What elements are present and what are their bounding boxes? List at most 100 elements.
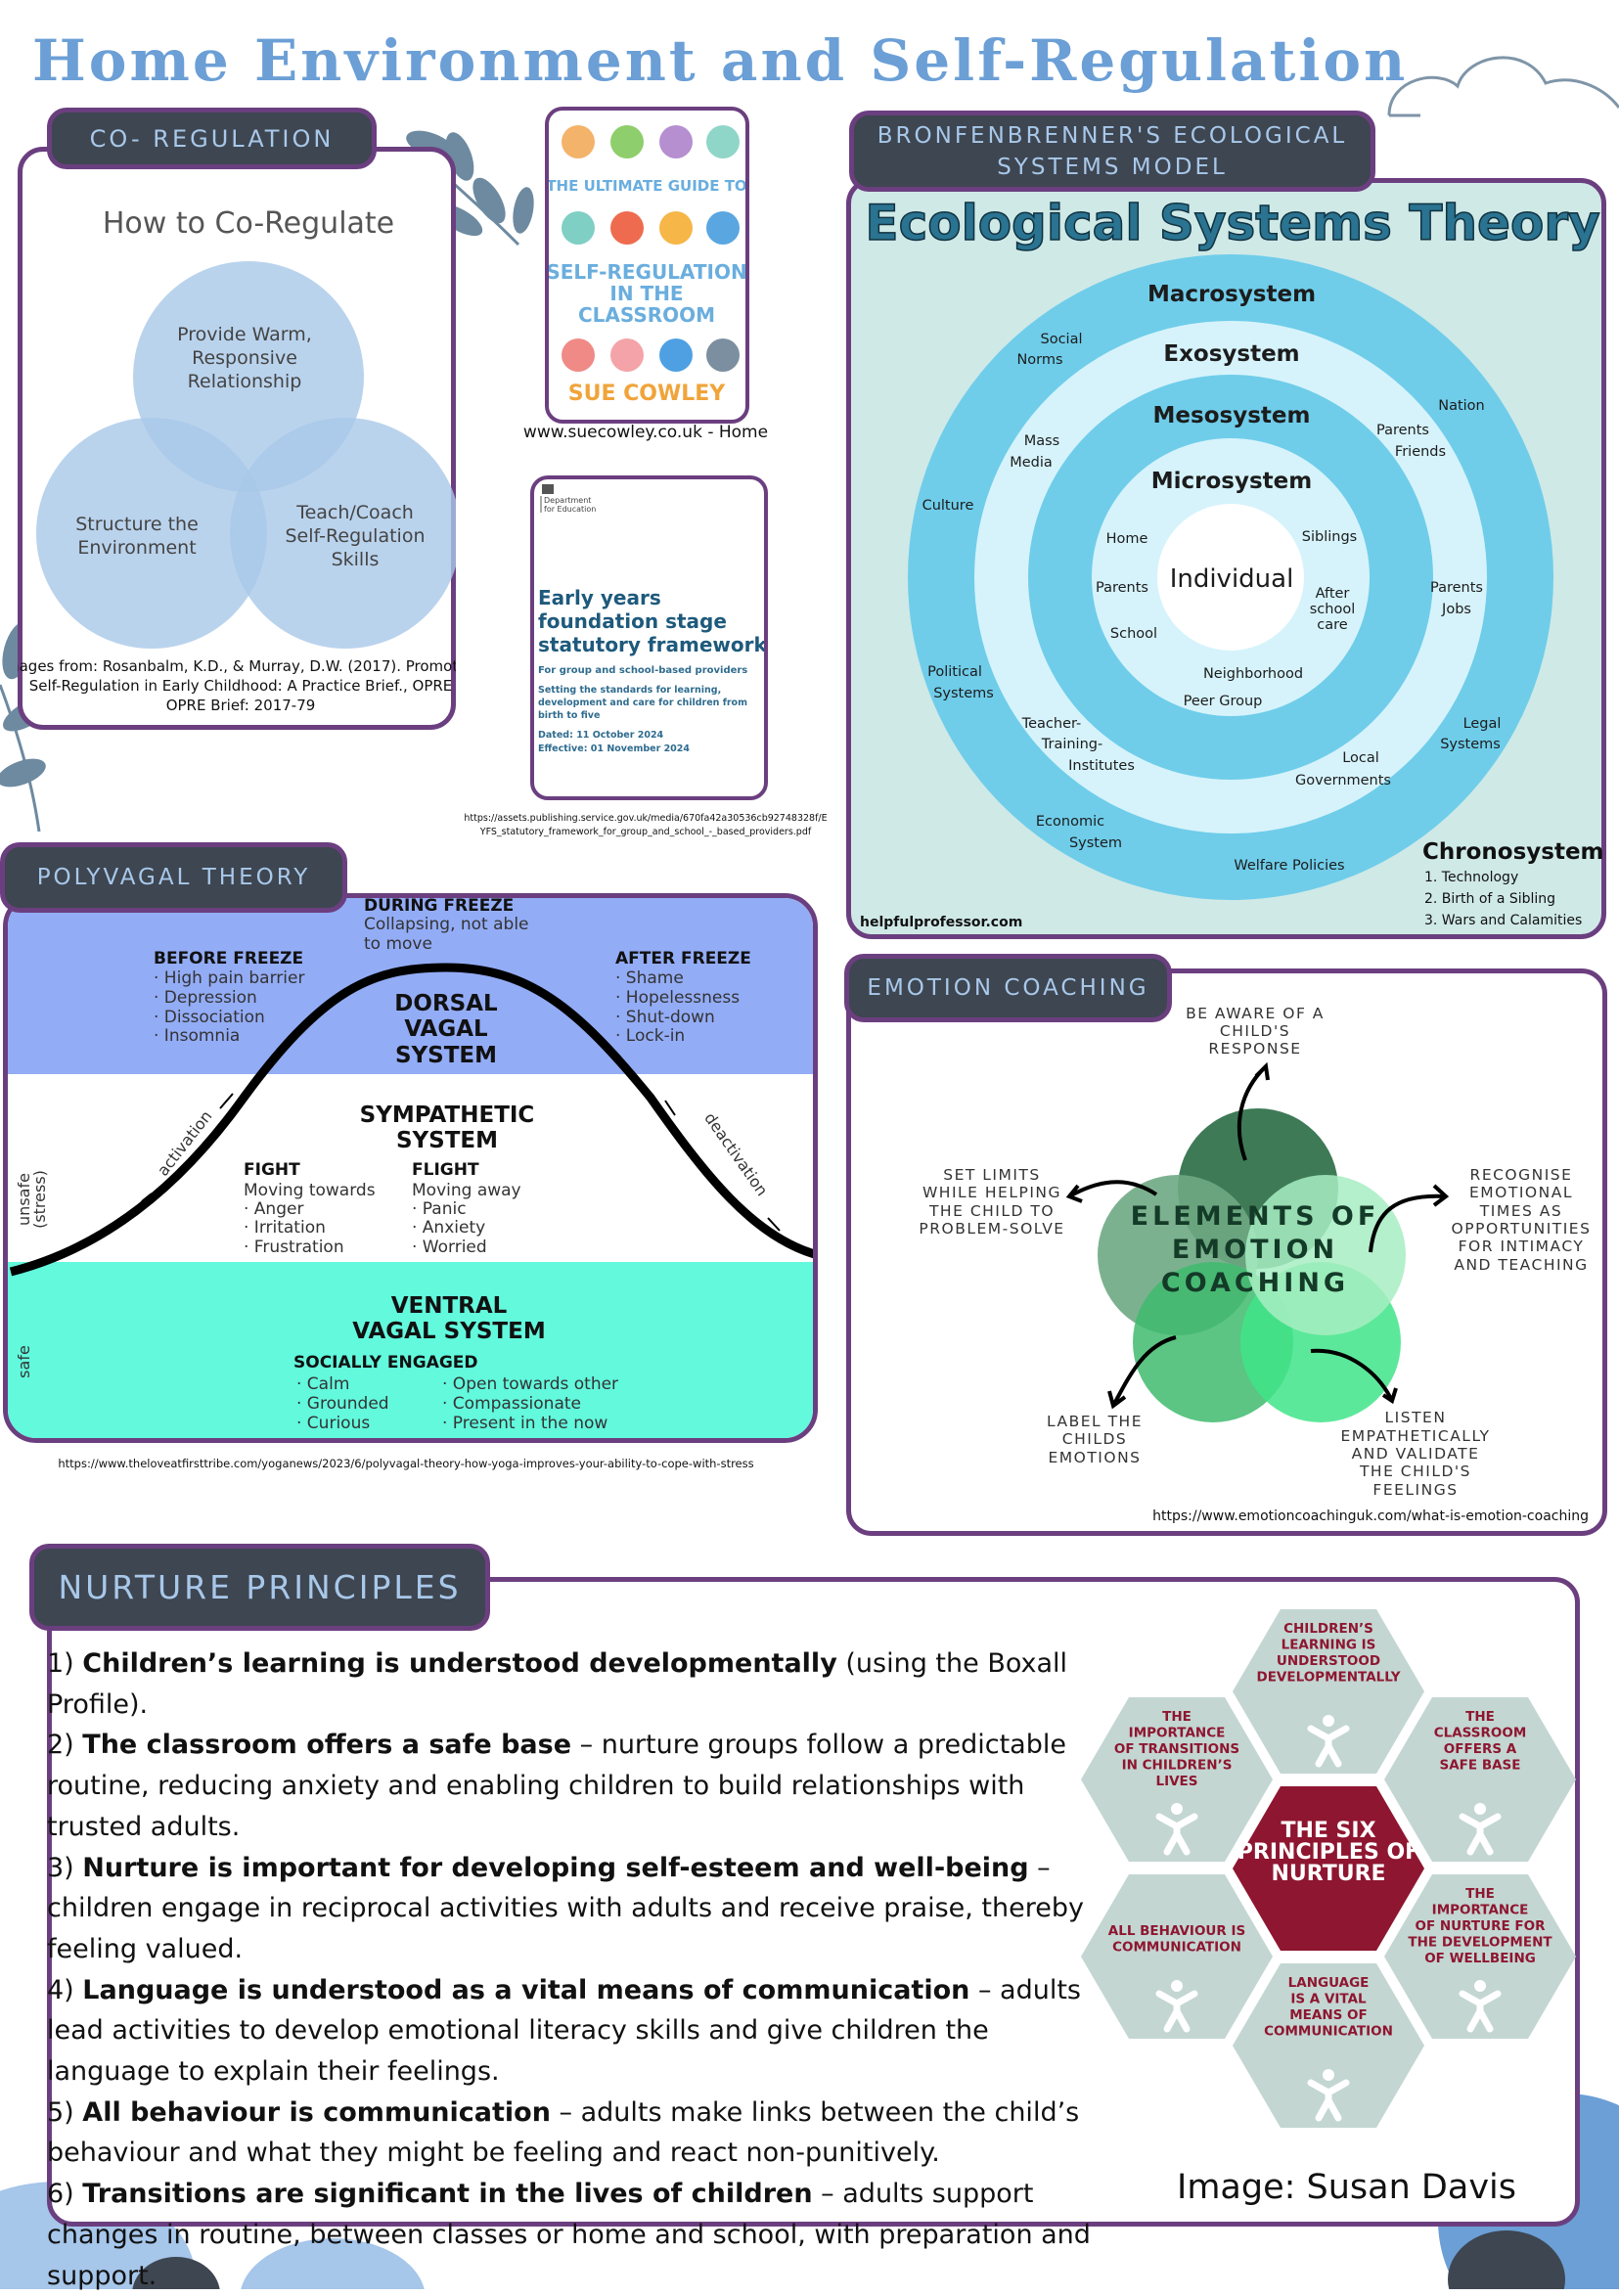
ecological-title: Ecological Systems Theory bbox=[865, 195, 1599, 251]
hexagon-label: THE bbox=[1465, 1886, 1495, 1902]
hexagon-label: THE DEVELOPMENT bbox=[1408, 1935, 1552, 1951]
arrow-icon bbox=[1237, 1061, 1270, 1161]
eco-label: Teacher- bbox=[1021, 716, 1082, 732]
emoji-faces-icon bbox=[562, 125, 740, 372]
venn-heading: How to Co-Regulate bbox=[103, 206, 394, 241]
image-citation: OPRE Brief: 2017-79 bbox=[166, 697, 316, 714]
ecological-tab-line: SYSTEMS MODEL bbox=[997, 154, 1228, 180]
polyvagal-url[interactable]: https://www.theloveatfirsttribe.com/yoga… bbox=[58, 1457, 754, 1470]
principle-text: – adults make links between the child’s … bbox=[47, 2096, 1080, 2169]
hexagon-label: IMPORTANCE bbox=[1432, 1903, 1529, 1918]
axis-unsafe-label: unsafe bbox=[15, 1173, 33, 1226]
cloud-outline-decoration bbox=[1387, 56, 1619, 116]
eco-label: Welfare Policies bbox=[1234, 858, 1344, 874]
eco-label: Peer Group bbox=[1184, 694, 1263, 709]
eyfs-url[interactable]: https://assets.publishing.service.gov.uk… bbox=[460, 812, 832, 839]
emotion-coaching-diagram: ELEMENTS OF EMOTION COACHING BE AWARE OF… bbox=[919, 1005, 1592, 1524]
principle-item: 2) The classroom offers a safe base – nu… bbox=[47, 1725, 1118, 1847]
emotion-label: WHILE HELPING bbox=[922, 1184, 1061, 1201]
eco-label: Parents bbox=[1096, 580, 1148, 596]
polyvagal-panel: DURING FREEZE BEFORE FREEZE AFTER FREEZE… bbox=[3, 893, 818, 1443]
flight-title: FLIGHT bbox=[412, 1160, 479, 1180]
hexagon-label: THE bbox=[1162, 1709, 1192, 1725]
emotion-label: FOR INTIMACY bbox=[1459, 1238, 1585, 1255]
principle-item: 6) Transitions are significant in the li… bbox=[47, 2174, 1118, 2296]
eco-label: Systems bbox=[933, 686, 994, 701]
emotion-label: OPPORTUNITIES bbox=[1452, 1220, 1592, 1238]
eco-label: After bbox=[1316, 586, 1350, 602]
image-credit: Image: Susan Davis bbox=[1177, 2168, 1516, 2207]
hexagon-label: THE SIX bbox=[1281, 1819, 1375, 1843]
principle-text: (using the Boxall Profile). bbox=[47, 1648, 1068, 1720]
arrow-icon bbox=[1107, 1335, 1177, 1410]
eyfs-cover: Department for Education Early years fou… bbox=[538, 484, 767, 754]
book-cover: THE ULTIMATE GUIDE TO SELF-REGULATION IN… bbox=[545, 107, 749, 424]
fight-title: FIGHT bbox=[244, 1160, 300, 1180]
axis-unsafe-label: (stress) bbox=[30, 1170, 49, 1229]
eco-label: Culture bbox=[922, 498, 974, 514]
eco-label: Mass bbox=[1024, 433, 1060, 449]
chronosystem-item: 3. Wars and Calamities bbox=[1424, 913, 1582, 928]
emotion-label: LABEL THE bbox=[1047, 1413, 1143, 1430]
hexagon-label: OF TRANSITIONS bbox=[1114, 1741, 1239, 1757]
book-title-line: CLASSROOM bbox=[578, 303, 715, 327]
arrow-icon bbox=[1369, 1184, 1450, 1253]
emotion-label: PROBLEM-SOLVE bbox=[919, 1220, 1064, 1238]
chronosystem-title: Chronosystem bbox=[1422, 839, 1604, 865]
principle-heading: The classroom offers a safe base bbox=[82, 1730, 572, 1761]
eco-label: Training- bbox=[1041, 737, 1102, 752]
emotion-label: LISTEN bbox=[1385, 1409, 1447, 1426]
eco-label: care bbox=[1317, 617, 1348, 633]
eco-label: Systems bbox=[1440, 737, 1501, 752]
dorsal-band bbox=[8, 898, 813, 1074]
hexagon-label: IN CHILDREN’S bbox=[1122, 1758, 1233, 1774]
ventral-band bbox=[8, 1262, 813, 1438]
polyvagal-diagram: DURING FREEZE BEFORE FREEZE AFTER FREEZE… bbox=[8, 898, 813, 1438]
eco-label: Parents bbox=[1430, 580, 1483, 596]
pv-text: · Grounded bbox=[296, 1394, 389, 1414]
pv-text: Moving towards bbox=[244, 1181, 376, 1200]
hexagon-label: PRINCIPLES OF bbox=[1237, 1840, 1419, 1865]
dorsal-label: SYSTEM bbox=[395, 1043, 497, 1068]
venn-label: Relationship bbox=[188, 371, 302, 392]
pv-text: · Frustration bbox=[244, 1238, 344, 1257]
chronosystem-item: 2. Birth of a Sibling bbox=[1424, 891, 1555, 907]
image-citation: Images from: Rosanbalm, K.D., & Murray, … bbox=[18, 657, 456, 675]
eco-label: Friends bbox=[1395, 444, 1446, 460]
hexagon-label: MEANS OF bbox=[1289, 2007, 1368, 2023]
eyfs-document: Department for Education Early years fou… bbox=[530, 475, 768, 800]
eyfs-desc: birth to five bbox=[538, 710, 600, 721]
emotion-label: BE AWARE OF A bbox=[1186, 1005, 1325, 1022]
principle-number: 4) bbox=[47, 1974, 83, 2005]
pv-text: Moving away bbox=[412, 1181, 521, 1200]
pv-text: · Worried bbox=[412, 1238, 487, 1257]
eyfs-subtitle: For group and school-based providers bbox=[538, 665, 747, 676]
principle-heading: All behaviour is communication bbox=[82, 2096, 551, 2128]
ecological-tab: BRONFENBRENNER'S ECOLOGICAL SYSTEMS MODE… bbox=[849, 111, 1375, 192]
venn-label: Self-Regulation bbox=[286, 525, 426, 547]
pv-text: · Irritation bbox=[244, 1218, 326, 1238]
principle-heading: Nurture is important for developing self… bbox=[82, 1852, 1029, 1883]
eco-label: Economic bbox=[1036, 814, 1104, 830]
emotion-label: FEELINGS bbox=[1372, 1481, 1458, 1499]
book-caption: www.suecowley.co.uk - Home bbox=[522, 423, 769, 442]
emotion-label: TIMES AS bbox=[1479, 1202, 1562, 1220]
book-title-line: IN THE bbox=[609, 282, 683, 305]
pv-text: to move bbox=[364, 934, 432, 954]
pv-text: · Curious bbox=[296, 1414, 370, 1433]
ventral-label: VENTRAL bbox=[391, 1293, 508, 1319]
eyfs-desc: development and care for children from bbox=[538, 698, 747, 708]
venn-label: Provide Warm, bbox=[177, 324, 312, 345]
eyfs-title: Early years bbox=[538, 586, 661, 609]
activation-arrow-icon bbox=[141, 1093, 234, 1202]
hexagon-label: LIVES bbox=[1155, 1774, 1197, 1789]
ventral-label: VAGAL SYSTEM bbox=[352, 1319, 545, 1344]
emotion-url[interactable]: https://www.emotioncoachinguk.com/what-i… bbox=[1152, 1508, 1589, 1524]
venn-label: Responsive bbox=[192, 347, 297, 369]
pv-text: · Panic bbox=[412, 1199, 467, 1219]
blob-decoration bbox=[241, 2238, 425, 2289]
principle-number: 1) bbox=[47, 1648, 83, 1679]
